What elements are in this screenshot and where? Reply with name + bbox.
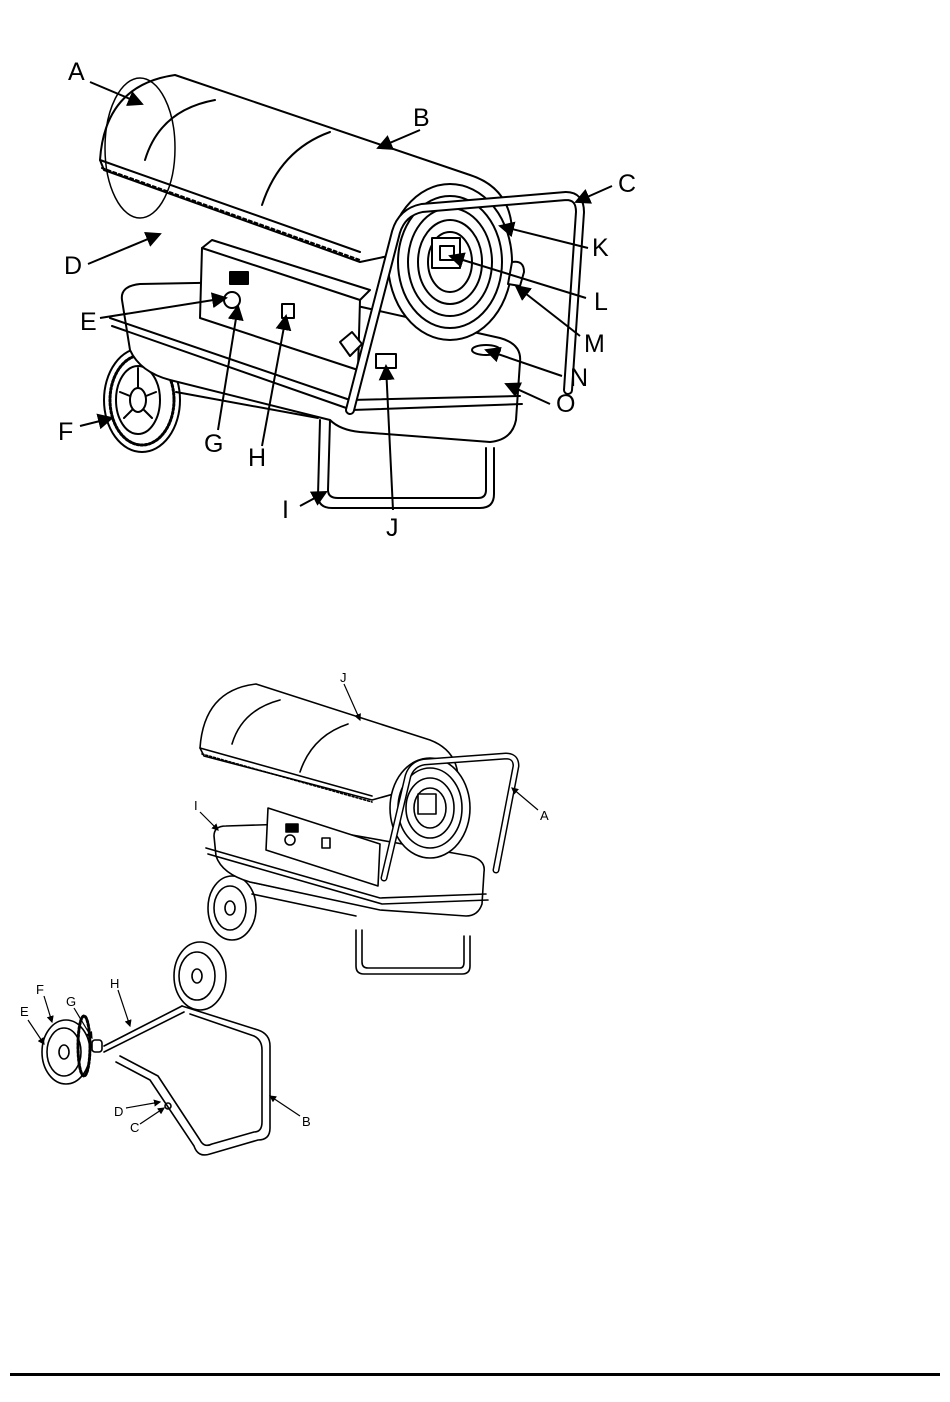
assembly-callout-b: B xyxy=(302,1114,311,1129)
callout-l: L xyxy=(594,288,608,316)
assembly-callout-a: A xyxy=(540,808,549,823)
callout-c: C xyxy=(618,170,636,198)
assembly-callout-j: J xyxy=(340,670,347,685)
callout-f: F xyxy=(58,418,73,446)
heater-parts-diagram: A B C D E F G H I J K L M N O xyxy=(0,0,950,560)
assembled-heater xyxy=(200,684,516,974)
callout-n: N xyxy=(570,364,588,392)
loose-wheel-left xyxy=(42,1016,90,1084)
callout-e: E xyxy=(80,308,97,336)
heater-parts-svg: A B C D E F G H I J K L M N O xyxy=(0,0,950,560)
callout-m: M xyxy=(584,330,605,358)
assembly-diagram: J I A F G H E D C B xyxy=(0,660,950,1180)
callout-h: H xyxy=(248,444,266,472)
assembly-callout-h: H xyxy=(110,976,119,991)
assembly-callout-g: G xyxy=(66,994,76,1009)
assembly-callout-i: I xyxy=(194,798,198,813)
axle xyxy=(104,1006,184,1052)
callout-a: A xyxy=(68,58,85,86)
callout-g: G xyxy=(204,430,223,458)
callout-b: B xyxy=(413,104,430,132)
callout-o: O xyxy=(556,390,575,418)
callout-j: J xyxy=(386,514,399,542)
footer-rule xyxy=(10,1373,940,1376)
assembly-callout-f: F xyxy=(36,982,44,997)
spacer xyxy=(92,1040,102,1052)
assembly-callout-d: D xyxy=(114,1104,123,1119)
assembly-callout-c: C xyxy=(130,1120,139,1135)
loose-wheel-right xyxy=(174,942,226,1010)
callout-d: D xyxy=(64,252,82,280)
callout-i: I xyxy=(282,496,289,524)
assembly-callout-e: E xyxy=(20,1004,29,1019)
callout-k: K xyxy=(592,234,609,262)
assembly-svg: J I A F G H E D C B xyxy=(0,660,950,1180)
